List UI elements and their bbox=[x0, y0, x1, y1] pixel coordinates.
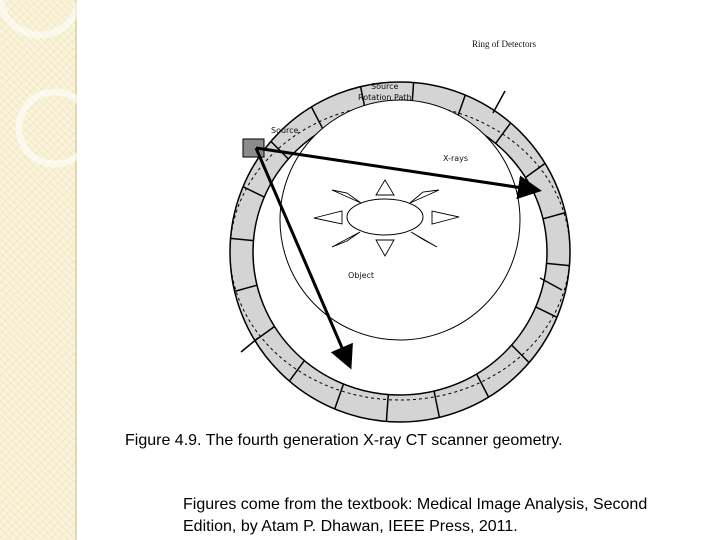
detector-separator bbox=[511, 344, 530, 364]
source-rotation-path-label-line1: Source bbox=[371, 82, 399, 91]
source-rotation-path-label-line2: Rotation Path bbox=[358, 93, 412, 102]
scan-field-circle bbox=[279, 99, 521, 341]
detector-separator bbox=[310, 106, 325, 131]
object-rays bbox=[313, 179, 460, 257]
source-attribution: Figures come from the textbook: Medical … bbox=[183, 494, 647, 538]
ray-triangle-left bbox=[313, 210, 343, 225]
source-attribution-line1: Figures come from the textbook: Medical … bbox=[183, 496, 648, 513]
detector-separator bbox=[542, 211, 566, 220]
deco-ring-middle bbox=[15, 88, 95, 168]
object-ellipse bbox=[346, 198, 424, 236]
ray-triangle-bottom-right bbox=[410, 231, 438, 248]
x-rays-label: X-rays bbox=[443, 154, 468, 163]
detector-separator bbox=[546, 262, 570, 267]
detector-outer-tick bbox=[240, 337, 259, 353]
ray-triangle-top-left bbox=[331, 189, 362, 204]
ray-triangle-bottom-left bbox=[331, 231, 361, 248]
ring-of-detectors-label: Ring of Detectors bbox=[472, 39, 536, 49]
decorative-rings bbox=[0, 0, 95, 168]
object-label: Object bbox=[348, 271, 374, 280]
ct-geometry-diagram: Ring of Detectors Source Rotation Path S… bbox=[229, 39, 571, 423]
sidebar-divider bbox=[75, 0, 77, 540]
ray-triangle-top-right bbox=[409, 189, 440, 204]
detector-separator bbox=[230, 237, 254, 242]
ray-triangle-bottom bbox=[375, 239, 395, 257]
detector-separator bbox=[288, 360, 306, 382]
source-attribution-line2: Edition, by Atam P. Dhawan, IEEE Press, … bbox=[183, 518, 518, 535]
detector-separator bbox=[475, 373, 490, 398]
figure-caption: Figure 4.9. The fourth generation X-ray … bbox=[125, 432, 563, 449]
source-rotation-path bbox=[229, 103, 571, 401]
deco-ring-top bbox=[0, 0, 84, 39]
detector-outer-tick bbox=[492, 90, 506, 114]
x-ray-beam-down bbox=[254, 147, 353, 370]
source-label: Source bbox=[271, 126, 299, 135]
detector-separator bbox=[494, 122, 512, 144]
detector-separator bbox=[433, 390, 441, 418]
detector-separator bbox=[525, 162, 546, 179]
ray-triangle-top bbox=[375, 179, 395, 196]
ray-triangle-right bbox=[431, 210, 460, 225]
detector-outer-tick bbox=[539, 277, 563, 291]
detector-separators bbox=[230, 82, 570, 422]
detector-separator bbox=[333, 383, 345, 410]
x-ray-beam-right bbox=[255, 146, 542, 200]
detector-separator bbox=[234, 284, 258, 293]
detector-separator bbox=[385, 394, 390, 422]
